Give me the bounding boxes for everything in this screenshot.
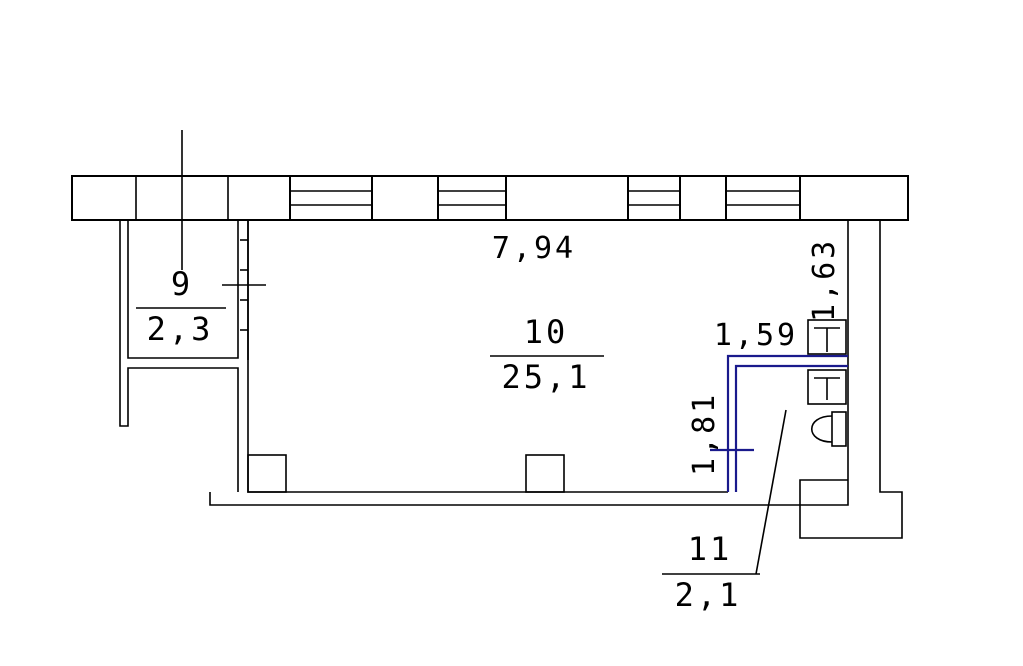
window-4 <box>725 175 801 221</box>
toilet-icon <box>811 411 847 447</box>
window-2 <box>437 175 507 221</box>
window-1 <box>289 175 373 221</box>
room-10-walls <box>209 220 800 506</box>
room-10-number: 10 <box>524 313 569 351</box>
bathroom-partition <box>710 354 848 492</box>
room-9-walls <box>119 220 249 492</box>
room-10-area: 25,1 <box>501 358 590 396</box>
room-9-area: 2,3 <box>147 310 214 348</box>
dimension-height-right: 1,63 <box>807 238 842 322</box>
room-11-leader <box>755 409 787 575</box>
window-3 <box>627 175 681 221</box>
room-11-area: 2,1 <box>675 576 742 614</box>
room-11-number: 11 <box>688 530 733 568</box>
room-9-number: 9 <box>171 265 193 303</box>
bath-outline <box>799 479 848 505</box>
dimension-width-main: 7,94 <box>492 231 576 266</box>
bathroom-fixtures <box>807 319 847 405</box>
dimension-width-bath: 1,59 <box>714 318 798 353</box>
dimension-height-bath: 1,81 <box>687 392 722 476</box>
